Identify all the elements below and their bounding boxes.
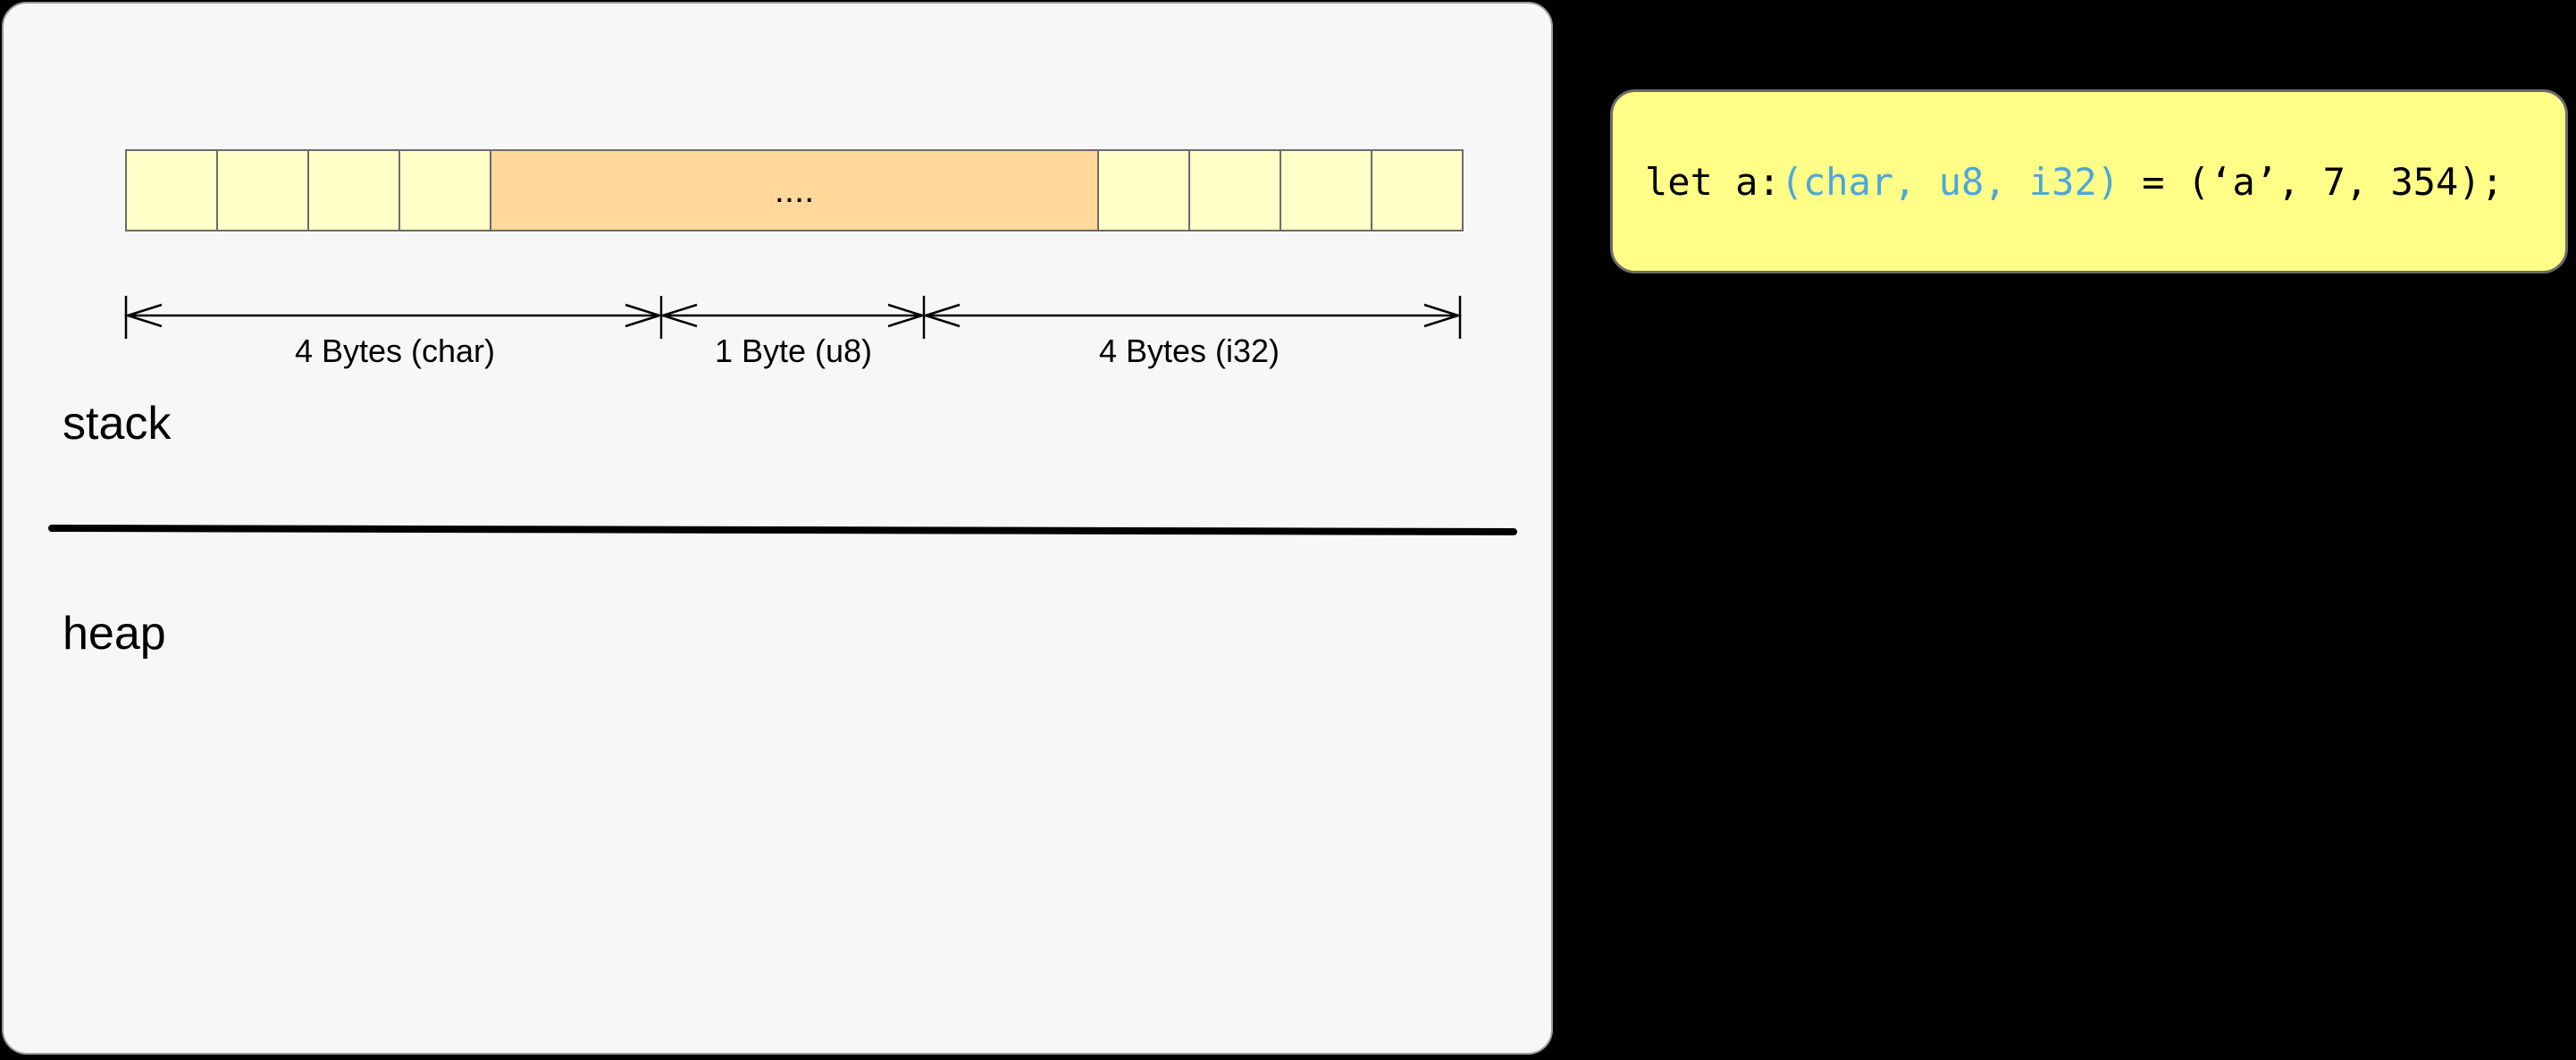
arrow-head — [659, 303, 698, 328]
heap-label: heap — [63, 608, 166, 660]
i32-size-label: 4 Bytes (i32) — [1098, 332, 1280, 369]
arrow-head — [1423, 303, 1463, 328]
code-suffix: = (‘a’, 7, 354); — [2119, 159, 2504, 204]
padding-ellipsis: .... — [774, 170, 815, 210]
code-snippet: let a:(char, u8, i32) = (‘a’, 7, 354); — [1610, 89, 2568, 273]
char-byte-cell — [216, 149, 309, 231]
arrow-head — [123, 303, 163, 328]
i32-byte-cell — [1097, 149, 1190, 231]
i32-byte-cell — [1280, 149, 1372, 231]
memory-panel: .... 4 Bytes (char) 1 Byte — [2, 2, 1553, 1055]
u8-size-label: 1 Byte (u8) — [714, 332, 873, 369]
char-size-label: 4 Bytes (char) — [294, 332, 496, 369]
arrow-head — [921, 303, 961, 328]
stack-heap-divider — [48, 525, 1517, 535]
stack-label: stack — [63, 398, 172, 450]
dimension-lines — [48, 296, 1517, 535]
code-type: (char, u8, i32) — [1780, 159, 2120, 204]
char-byte-cell — [307, 149, 400, 231]
code-prefix: let a: — [1645, 159, 1781, 204]
padding-cell: .... — [490, 149, 1099, 231]
i32-byte-cell — [1371, 149, 1464, 231]
char-byte-cell — [125, 149, 218, 231]
